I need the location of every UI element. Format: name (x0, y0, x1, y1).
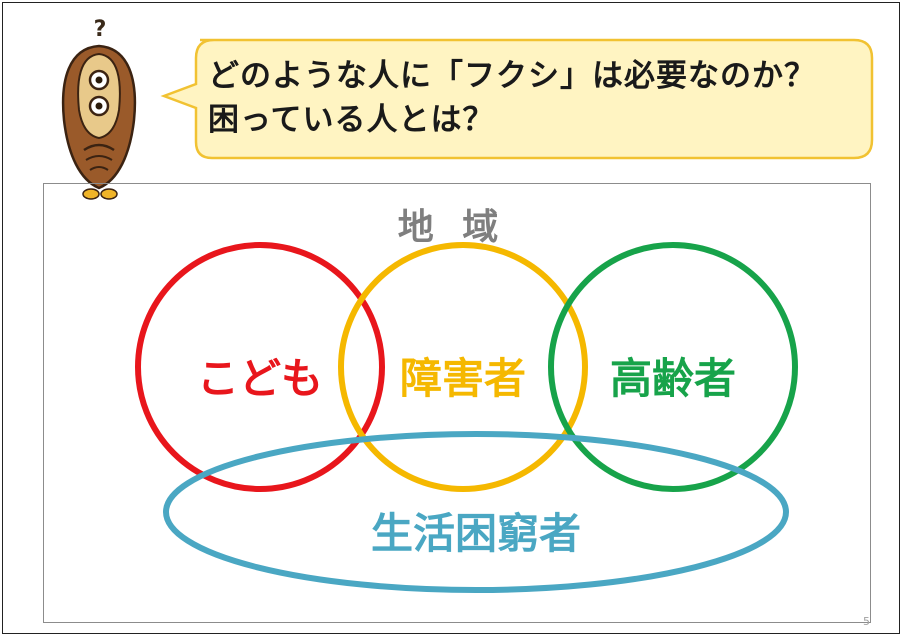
question-line-1: どのような人に「フクシ」は必要なのか？ (208, 58, 816, 94)
region-title: 地 域 (397, 207, 507, 248)
circle-elderly (548, 242, 798, 492)
ellipse-needy (163, 431, 789, 593)
region-frame (43, 183, 871, 623)
question-line-2: 困っている人とは？ (208, 102, 495, 138)
label-elderly: 高齢者 (609, 354, 736, 403)
circle-disabled (338, 242, 588, 492)
page-number: 5 (863, 615, 870, 628)
question-mark: ? (94, 17, 107, 42)
label-disabled: 障害者 (399, 354, 526, 403)
circle-children (135, 242, 385, 492)
speech-bubble (160, 38, 874, 160)
label-children: こども (196, 354, 323, 403)
question-text: どのような人に「フクシ」は必要なのか？ 困っている人とは？ (208, 54, 858, 142)
label-needy: 生活困窮者 (370, 509, 581, 558)
owl-mascot-icon: ? (61, 17, 137, 200)
